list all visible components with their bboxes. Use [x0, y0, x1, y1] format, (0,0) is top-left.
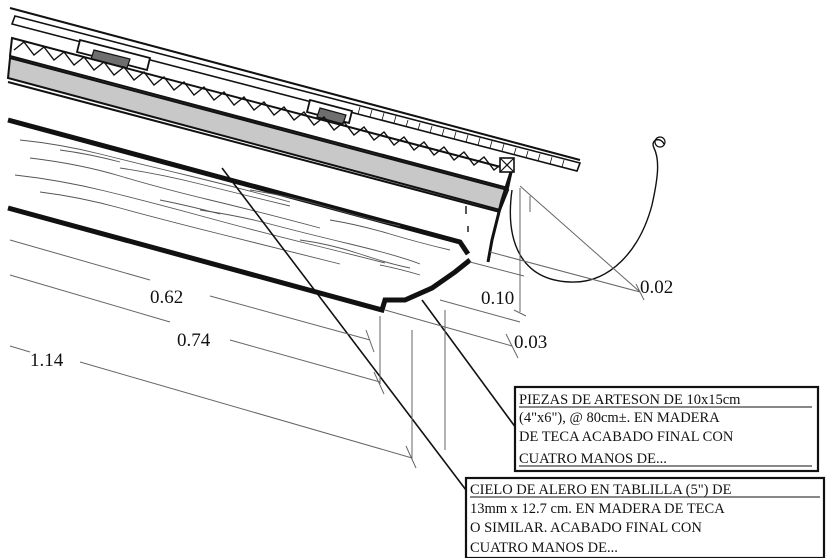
note-arteson-line-2: (4"x6"), @ 80cm±. EN MADERA: [519, 410, 720, 426]
note-cielo-line-2: 13mm x 12.7 cm. EN MADERA DE TECA: [470, 501, 725, 517]
metal-roof-sheet: [10, 15, 582, 172]
note-arteson-line-3: DE TECA ACABADO FINAL CON: [519, 429, 734, 445]
rafter-top-line: [7, 81, 501, 213]
roof-assembly: [6, 7, 582, 263]
dim-1-14: 1.14: [30, 350, 64, 371]
leader-arteson: [421, 299, 517, 429]
fascia-board: [486, 171, 513, 263]
dim-0-10: 0.10: [481, 288, 514, 309]
beam-bottom-edge: [7, 205, 472, 314]
purlin-block-2: [305, 98, 354, 125]
corrugated-panel: [8, 36, 514, 190]
note-cielo-line-4: CUATRO MANOS DE...: [470, 540, 618, 556]
sheet-hatch: [357, 106, 565, 168]
note-cielo-line-3: O SIMILAR. ACABADO FINAL CON: [470, 520, 702, 536]
dim-0-74: 0.74: [177, 330, 211, 351]
dim-0-62: 0.62: [150, 287, 183, 308]
leader-lines: [221, 167, 517, 491]
dimension-lines: [9, 185, 645, 469]
fastener-marks: [465, 206, 469, 232]
note-arteson-line-1: PIEZAS DE ARTESON DE 10x15cm: [519, 392, 741, 408]
fascia-box: [499, 157, 515, 173]
note-arteson-line-4: CUATRO MANOS DE...: [519, 451, 667, 467]
dim-0-03: 0.03: [514, 332, 547, 353]
leader-cielo: [221, 167, 467, 491]
note-cielo-line-1: CIELO DE ALERO EN TABLILLA (5") DE: [470, 482, 732, 498]
beam-top-edge: [7, 117, 471, 256]
dim-0-02: 0.02: [640, 277, 673, 298]
note-cielo: CIELO DE ALERO EN TABLILLA (5") DE 13mm …: [464, 476, 826, 558]
note-arteson: PIEZAS DE ARTESON DE 10x15cm (4"x6"), @ …: [513, 385, 820, 473]
corrugation-zigzag: [13, 41, 505, 171]
